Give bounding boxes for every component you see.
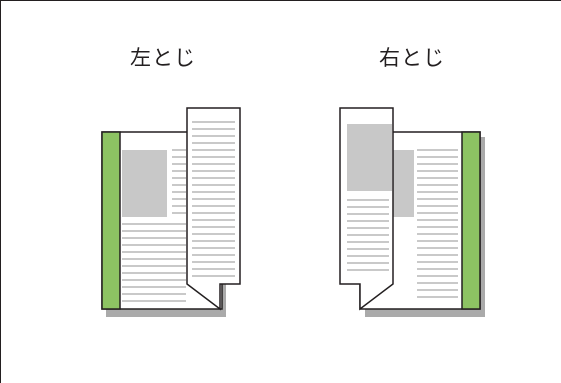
right-binding-document — [339, 107, 485, 317]
left-front-text-lines — [192, 121, 235, 277]
left-binding-caption: 左とじ — [130, 46, 196, 70]
left-front-page — [186, 107, 241, 311]
left-back-text-lines — [122, 149, 186, 302]
left-back-image-block — [122, 150, 167, 217]
left-binding-edge — [101, 131, 121, 310]
right-binding-caption: 右とじ — [379, 46, 445, 70]
right-back-text-lines — [417, 149, 458, 298]
right-front-image-block — [347, 124, 392, 191]
right-binding-edge — [461, 131, 481, 310]
left-binding-document — [101, 107, 241, 317]
right-front-text-lines — [347, 199, 389, 271]
